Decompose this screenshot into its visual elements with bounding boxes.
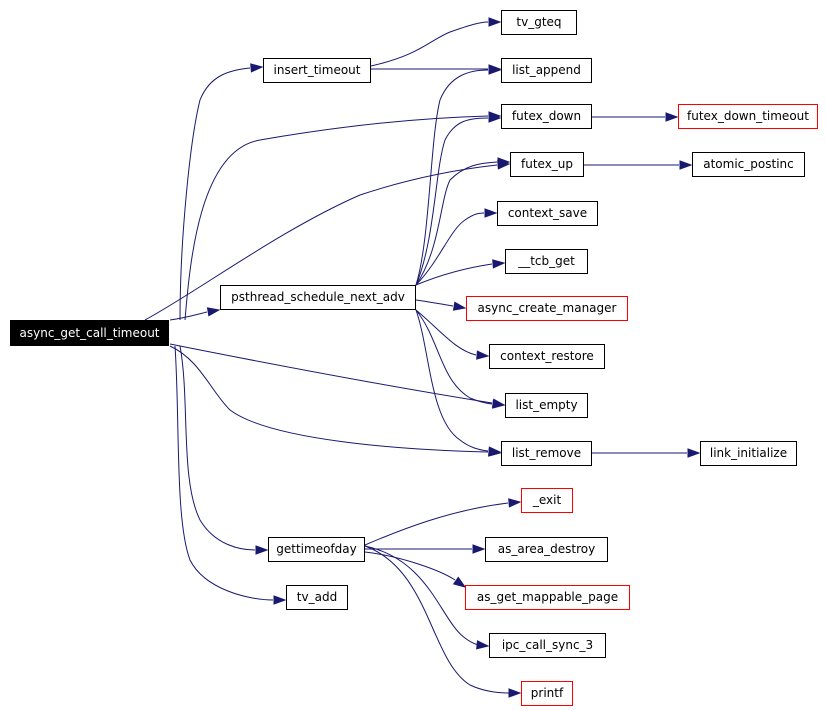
edge-arrowhead (679, 160, 693, 170)
edge-line (415, 309, 477, 356)
edge-insert-timeout-to-list-append (371, 64, 502, 74)
edge-arrowhead (488, 446, 502, 456)
edge-arrowhead (476, 350, 490, 360)
edge-arrowhead (508, 688, 522, 698)
edge-arrowhead (687, 448, 701, 458)
edge-async-get-call-timeout-to-psthread-schedule-next-adv (169, 307, 221, 321)
edge-line (415, 117, 489, 286)
edge-arrowhead (273, 595, 287, 605)
node-tv-gteq[interactable]: tv_gteq (501, 10, 577, 35)
edge-futex-down-to-futex-down-timeout (592, 112, 679, 122)
edge-line (415, 309, 489, 452)
edge-line (415, 309, 493, 405)
node-exit[interactable]: _exit (521, 488, 573, 513)
node-list-empty[interactable]: list_empty (505, 393, 588, 418)
edge-psthread-schedule-next-adv-to-context-save (415, 208, 498, 286)
edge-line (415, 299, 454, 307)
edge-psthread-schedule-next-adv-to-async-create-manager (415, 299, 467, 311)
edge-line (415, 161, 498, 286)
edge-arrowhead (255, 545, 269, 555)
edge-async-get-call-timeout-to-list-remove (169, 345, 502, 457)
edge-line (370, 21, 489, 67)
edge-arrowhead (206, 307, 221, 317)
edge-async-get-call-timeout-to-tv-add (174, 345, 287, 605)
node-list-append[interactable]: list_append (501, 58, 592, 83)
edge-line (415, 69, 489, 286)
edge-line (169, 345, 489, 453)
edge-line (364, 545, 510, 694)
edge-arrowhead (665, 112, 679, 122)
edge-line (415, 263, 493, 286)
node-futex-down[interactable]: futex_down (501, 104, 592, 129)
edge-gettimeofday-to--exit (364, 498, 522, 546)
edge-psthread-schedule-next-adv-to-list-append (415, 65, 502, 286)
node-async-create-manager[interactable]: async_create_manager (466, 296, 628, 321)
node-async-get-call-timeout[interactable]: async_get_call_timeout (10, 320, 169, 346)
edge-psthread-schedule-next-adv-to---tcb-get (415, 259, 506, 286)
edge-line (144, 164, 498, 321)
edge-line (415, 212, 485, 286)
edge-arrowhead (492, 399, 506, 409)
node-as-get-mappable-page[interactable]: as_get_mappable_page (465, 585, 630, 610)
edge-line (169, 311, 208, 321)
node-psthread-schedule-next-adv[interactable]: psthread_schedule_next_adv (220, 285, 416, 310)
edge-list-remove-to-link-initialize (592, 448, 701, 458)
edge-psthread-schedule-next-adv-to-futex-down (415, 113, 502, 286)
edge-gettimeofday-to-printf (364, 545, 522, 698)
node-context-save[interactable]: context_save (497, 201, 598, 226)
edge-arrowhead (508, 498, 522, 508)
edge-insert-timeout-to-tv-gteq (370, 17, 502, 67)
edge-arrowhead (250, 63, 264, 73)
node-ipc-call-sync-3[interactable]: ipc_call_sync_3 (489, 633, 606, 658)
edge-line (364, 551, 456, 581)
edge-arrowhead (492, 259, 506, 269)
edge-line (364, 545, 479, 646)
edge-line (174, 345, 274, 601)
edge-line (179, 345, 256, 551)
edge-psthread-schedule-next-adv-to-futex-up (415, 157, 511, 286)
node-gettimeofday[interactable]: gettimeofday (268, 537, 365, 562)
edge-arrowhead (452, 576, 467, 588)
node-printf[interactable]: printf (521, 681, 573, 706)
edge-line (364, 502, 509, 546)
edge-arrowhead (452, 301, 467, 311)
edge-line (179, 67, 251, 321)
edge-arrowhead (488, 113, 502, 123)
edge-arrowhead (488, 17, 502, 27)
edge-arrowhead (472, 544, 486, 554)
node-atomic-postinc[interactable]: atomic_postinc (692, 152, 805, 177)
edge-line (184, 115, 489, 321)
node-as-area-destroy[interactable]: as_area_destroy (485, 537, 608, 562)
node-tcb-get[interactable]: __tcb_get (505, 249, 588, 274)
edge-async-get-call-timeout-to-gettimeofday (179, 345, 269, 555)
edge-psthread-schedule-next-adv-to-list-empty (415, 309, 506, 409)
node-tv-add[interactable]: tv_add (286, 585, 348, 610)
node-insert-timeout[interactable]: insert_timeout (263, 58, 371, 83)
edge-arrowhead (476, 640, 490, 650)
node-context-restore[interactable]: context_restore (489, 344, 605, 369)
edge-arrowhead (497, 157, 511, 167)
edge-gettimeofday-to-ipc-call-sync-3 (364, 545, 490, 650)
node-futex-up[interactable]: futex_up (510, 152, 584, 177)
edge-psthread-schedule-next-adv-to-context-restore (415, 309, 490, 360)
edge-arrowhead (484, 208, 498, 218)
edge-async-get-call-timeout-to-insert-timeout (179, 63, 264, 321)
edge-futex-up-to-atomic-postinc (584, 160, 693, 170)
node-futex-down-timeout[interactable]: futex_down_timeout (678, 104, 818, 129)
edge-arrowhead (488, 65, 502, 75)
edge-line (169, 343, 493, 404)
edge-gettimeofday-to-as-get-mappable-page (364, 551, 467, 588)
node-link-initialize[interactable]: link_initialize (700, 441, 797, 466)
edge-psthread-schedule-next-adv-to-list-remove (415, 309, 502, 456)
node-list-remove[interactable]: list_remove (501, 441, 592, 466)
